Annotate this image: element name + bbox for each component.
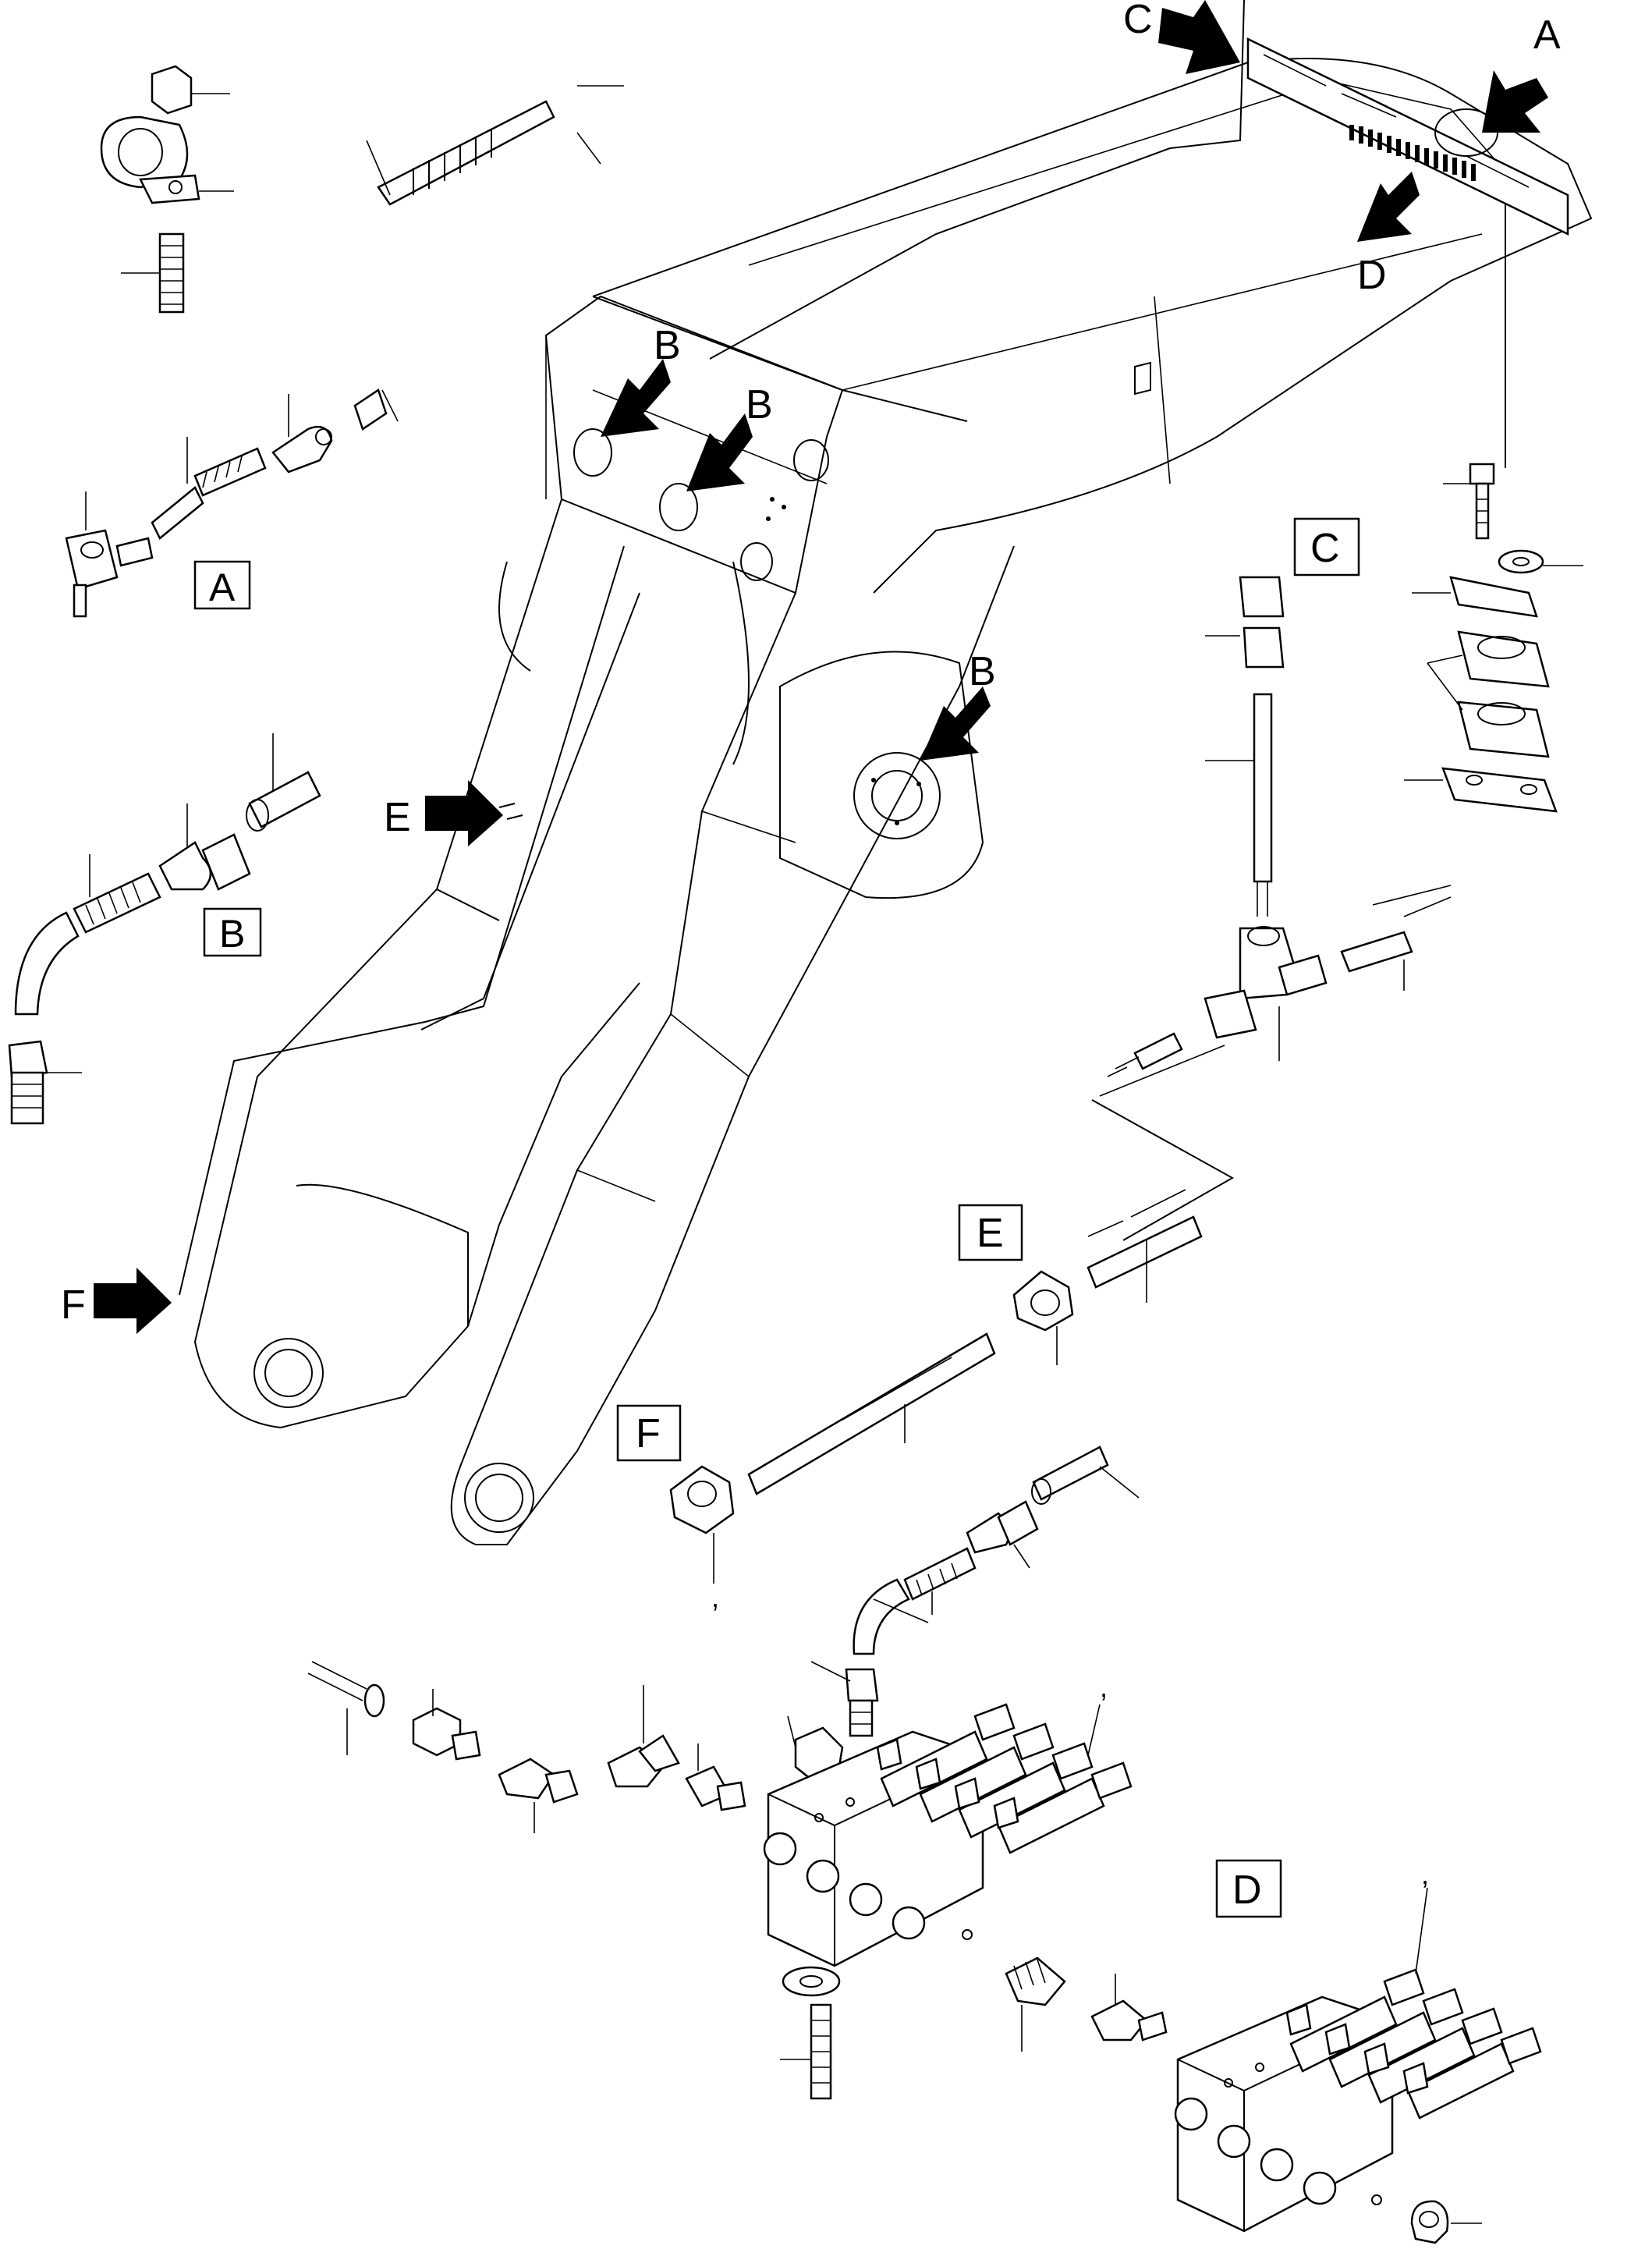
callout-arrow-e: E xyxy=(384,780,503,846)
detail-b-label-box xyxy=(203,907,262,957)
callout-arrow-b2: B xyxy=(686,382,773,491)
callout-arrow-c: C xyxy=(1123,0,1240,74)
callout-arrow-b3: B xyxy=(920,649,996,761)
detail-b-label: B xyxy=(219,912,245,956)
boom-assembly xyxy=(179,0,1593,1545)
comma-mark-f: , xyxy=(711,1581,719,1613)
detail-d-label-box xyxy=(1215,1859,1282,1918)
callout-arrow-d: D xyxy=(1357,172,1420,298)
detail-a-label-box xyxy=(193,560,251,610)
detail-c-label-box xyxy=(1293,517,1360,576)
callout-e-letter: E xyxy=(384,795,411,840)
callout-b2-letter: B xyxy=(746,382,773,427)
callout-b3-letter: B xyxy=(969,649,996,694)
detail-d-manifold: D , , xyxy=(307,1661,1542,2244)
detail-f-label-box xyxy=(616,1404,682,1462)
callout-arrow-b1: B xyxy=(601,323,681,437)
detail-e-label-box xyxy=(958,1204,1023,1261)
callout-c-letter: C xyxy=(1123,0,1153,42)
callout-d-letter: D xyxy=(1357,253,1387,298)
callout-a-letter: A xyxy=(1533,12,1561,58)
detail-e-label: E xyxy=(977,1211,1004,1256)
detail-f-fitting: F , xyxy=(616,1404,1140,1655)
detail-f-label: F xyxy=(636,1411,661,1456)
detail-a-label: A xyxy=(209,566,236,609)
callout-arrow-a: A xyxy=(1482,12,1561,133)
detail-d-label: D xyxy=(1232,1868,1262,1913)
comma-mark-d-bottom: , xyxy=(1421,1858,1429,1890)
comma-mark-d-top: , xyxy=(1100,1671,1108,1703)
detail-b-fitting: B xyxy=(8,733,321,1125)
detail-a-clamp: A xyxy=(65,65,624,618)
detail-c-label: C xyxy=(1310,526,1340,571)
callout-arrow-f: F xyxy=(61,1268,172,1334)
callout-f-letter: F xyxy=(61,1282,86,1328)
detail-c-clamp: C xyxy=(1091,463,1583,1241)
detail-e-pipe: E xyxy=(747,1189,1203,1495)
callout-b1-letter: B xyxy=(654,323,681,368)
